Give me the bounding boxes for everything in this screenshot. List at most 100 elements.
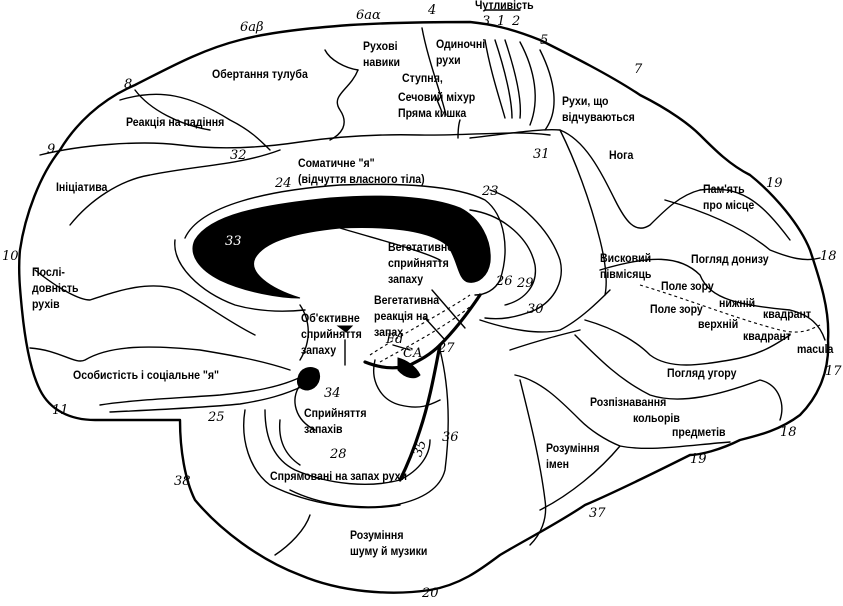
area-number-30: 30 bbox=[527, 302, 544, 317]
area-number-34: 34 bbox=[324, 386, 341, 401]
area-number-26: 26 bbox=[496, 274, 513, 289]
label-object-color-recognition-3: предметів bbox=[672, 425, 726, 439]
pointer-line bbox=[434, 94, 443, 113]
label-somatic-self: Соматичне "я" (відчуття власного тіла) bbox=[298, 156, 425, 186]
label-rectum: Пряма кишка bbox=[398, 106, 467, 120]
area-number-23: 23 bbox=[482, 184, 499, 199]
boundary-line bbox=[373, 359, 441, 408]
area-number-25: 25 bbox=[208, 410, 225, 425]
boundary-line bbox=[479, 289, 611, 333]
boundary-line bbox=[599, 258, 826, 341]
label-place-memory: Пам'ять про місце bbox=[703, 182, 755, 212]
label-temporal-crescent: Висковий півмісяць bbox=[600, 251, 652, 281]
boundary-line bbox=[539, 445, 621, 511]
label-noise-music-comprehension: Розуміння шуму й музики bbox=[350, 528, 428, 558]
boundary-line bbox=[664, 199, 821, 261]
boundary-line bbox=[339, 227, 441, 261]
label-smell-perception: Сприйняття запахів bbox=[304, 406, 367, 436]
boundary-line bbox=[243, 409, 401, 509]
label-vegetative-smell-perception: Вегетативне сприйняття запаху bbox=[388, 240, 454, 286]
area-number-32: 32 bbox=[230, 148, 247, 163]
area-number-19-top: 19 bbox=[766, 176, 783, 191]
label-vegetative-smell-reaction: Вегетативна реакція на запах bbox=[374, 293, 440, 339]
boundary-line bbox=[519, 379, 547, 546]
label-gaze-down: Погляд донизу bbox=[691, 252, 769, 266]
boundary-line bbox=[299, 304, 309, 361]
callosal-sulcus bbox=[184, 183, 506, 296]
uncus-mark bbox=[336, 325, 354, 333]
cingulate-inner bbox=[174, 239, 306, 312]
area-fd: Fd bbox=[386, 332, 404, 347]
amygdala bbox=[297, 367, 321, 391]
label-visual-field-1: Поле зору bbox=[661, 279, 714, 293]
area-number-24: 24 bbox=[275, 176, 292, 191]
pointer-line bbox=[431, 289, 466, 329]
boundary-line bbox=[29, 346, 291, 371]
pointer-line bbox=[424, 317, 446, 341]
label-object-color-recognition-1: Розпізнавання bbox=[590, 395, 667, 409]
boundary-line bbox=[274, 514, 311, 556]
area-number-20: 20 bbox=[422, 586, 439, 601]
boundary-line bbox=[69, 149, 281, 226]
label-macula: macula bbox=[797, 342, 834, 356]
area-number-37: 37 bbox=[589, 506, 606, 521]
boundary-line bbox=[469, 128, 701, 229]
area-number-33: 33 bbox=[225, 234, 242, 249]
label-single-movements: Одиночні рухи bbox=[436, 37, 486, 67]
boundary-line bbox=[294, 384, 316, 431]
boundary-line bbox=[509, 329, 581, 351]
label-felt-movements: Рухи, що відчуваються bbox=[562, 94, 635, 124]
hippocampus-border-2 bbox=[398, 343, 442, 482]
boundary-line bbox=[494, 39, 513, 119]
label-fall-reaction: Реакція на падіння bbox=[126, 115, 225, 129]
label-initiative: Ініціатива bbox=[56, 180, 108, 194]
boundary-line bbox=[329, 69, 359, 141]
label-name-comprehension: Розуміння імен bbox=[546, 441, 600, 471]
boundary-line bbox=[519, 41, 536, 126]
area-number-18-bottom: 18 bbox=[780, 425, 797, 440]
pointer-line bbox=[392, 344, 411, 351]
label-lower: нижній bbox=[719, 296, 756, 310]
visual-field-divider bbox=[639, 284, 821, 333]
area-number-8: 8 bbox=[124, 77, 133, 92]
area-number-5: 5 bbox=[540, 33, 549, 48]
label-motor-skills: Рухові навики bbox=[363, 39, 401, 69]
boundary-line bbox=[504, 39, 522, 119]
dentate-mark bbox=[397, 357, 421, 379]
boundary-line bbox=[99, 374, 306, 406]
boundary-line bbox=[469, 209, 537, 306]
label-upper: верхній bbox=[698, 317, 739, 331]
label-bladder: Сечовий міхур bbox=[398, 90, 476, 104]
boundary-line bbox=[484, 39, 506, 119]
area-number-4: 4 bbox=[428, 3, 437, 18]
label-leg: Нога bbox=[609, 148, 634, 162]
boundary-line bbox=[264, 409, 431, 486]
area-number-17: 17 bbox=[825, 364, 842, 379]
boundary-line bbox=[324, 49, 359, 71]
label-movement-sequence: Послі- довність рухів bbox=[32, 265, 79, 311]
sensitivity-area-3: 3 bbox=[482, 14, 491, 29]
boundary-line bbox=[278, 419, 301, 466]
area-number-10: 10 bbox=[2, 249, 19, 264]
boundary-line bbox=[134, 89, 211, 131]
label-objective-smell-perception: Об'єктивне сприйняття запаху bbox=[301, 311, 362, 357]
boundary-line bbox=[514, 374, 731, 450]
boundary-line bbox=[109, 384, 306, 413]
boundary-line bbox=[699, 188, 791, 241]
label-foot: Ступня, bbox=[402, 71, 443, 85]
fornix-dashed-1 bbox=[369, 294, 471, 356]
boundary-line bbox=[119, 93, 271, 151]
area-number-36: 36 bbox=[442, 430, 459, 445]
sensitivity-area-2: 2 bbox=[512, 14, 521, 29]
area-number-18-top: 18 bbox=[820, 249, 837, 264]
boundary-line bbox=[584, 319, 791, 366]
boundary-line bbox=[559, 129, 607, 296]
boundary-line bbox=[34, 269, 256, 336]
boundary-line bbox=[574, 334, 783, 421]
boundary-line bbox=[421, 27, 447, 116]
area-ca: CA bbox=[403, 346, 423, 361]
boundary-line bbox=[539, 49, 555, 131]
area-number-6aa: 6aα bbox=[356, 8, 381, 23]
sensitivity-label: Чутливість bbox=[475, 0, 534, 12]
area-number-11: 11 bbox=[52, 403, 69, 418]
